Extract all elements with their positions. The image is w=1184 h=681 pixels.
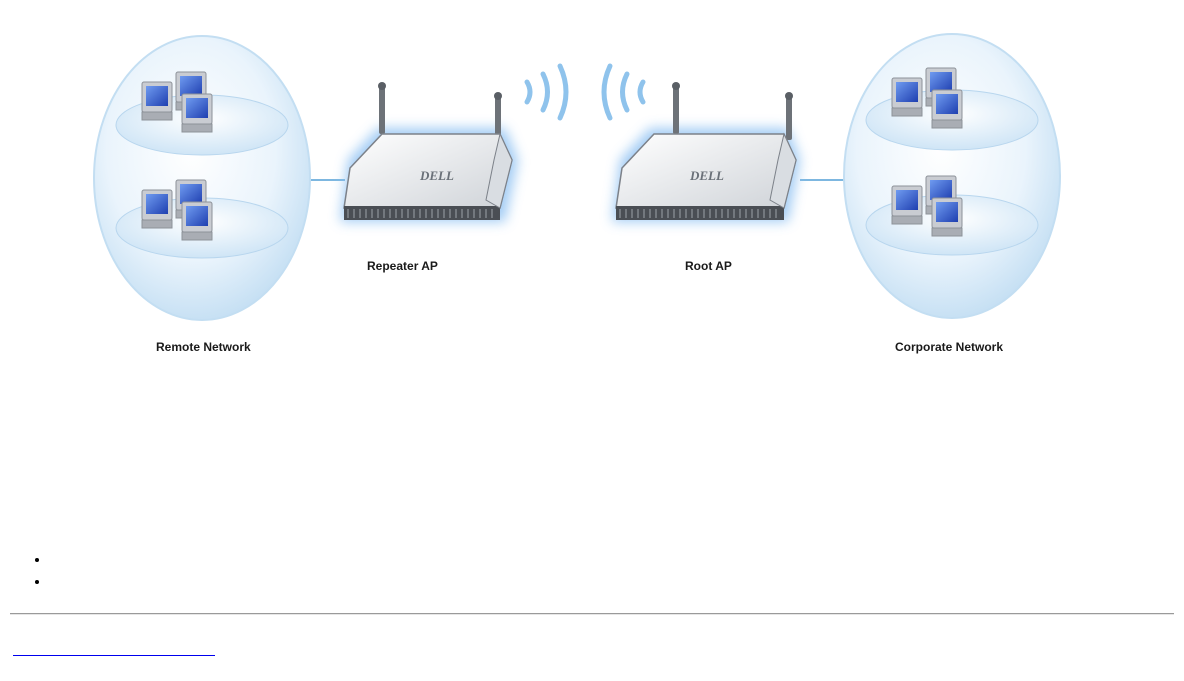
root-ap-router-icon: DELL	[612, 82, 800, 222]
repeater-ap-label: Repeater AP	[367, 259, 438, 273]
repeater-ap-router-icon: DELL	[340, 82, 518, 222]
remote-network-bubble	[93, 35, 311, 321]
corporate-network-label: Corporate Network	[895, 340, 1003, 354]
network-diagram: DELL	[93, 33, 1061, 354]
dell-logo: DELL	[419, 168, 454, 183]
root-ap-label: Root AP	[685, 259, 732, 273]
remote-network-label: Remote Network	[156, 340, 251, 354]
horizontal-divider	[10, 613, 1174, 615]
corporate-network-bubble	[843, 33, 1061, 319]
bullet-list	[28, 548, 50, 592]
back-to-contents-link[interactable]	[13, 639, 215, 656]
dell-logo: DELL	[689, 168, 724, 183]
wireless-signal-icon	[524, 63, 646, 121]
